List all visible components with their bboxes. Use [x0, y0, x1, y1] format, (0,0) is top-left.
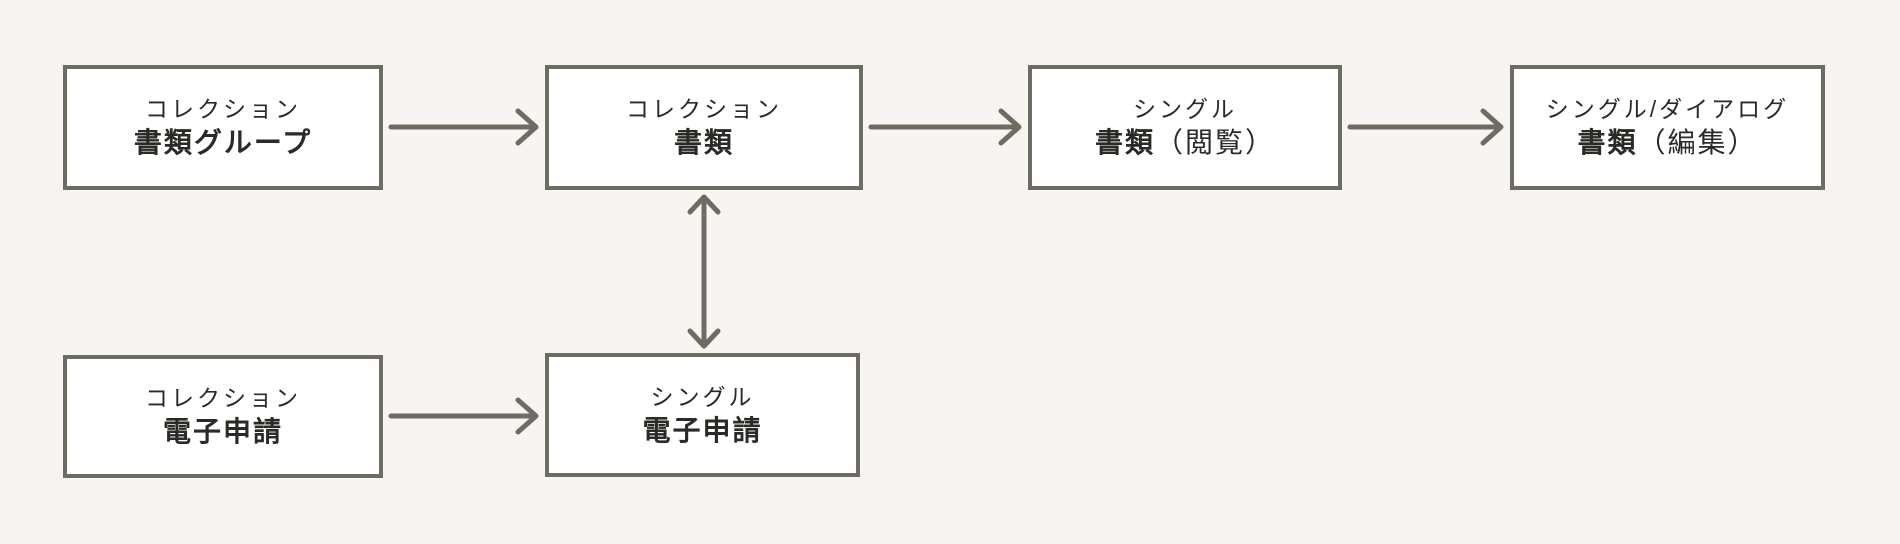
node-type-label: コレクション: [626, 96, 782, 122]
node-title-bold: 書類: [1577, 127, 1638, 158]
node-e-application-single: シングル 電子申請: [545, 353, 860, 477]
node-type-label: コレクション: [145, 385, 301, 411]
arrow-doc-view-to-doc-edit-icon: [1347, 108, 1504, 146]
node-title: 書類（閲覧）: [1095, 129, 1275, 157]
arrow-eapp-collection-to-eapp-single-icon: [388, 397, 539, 435]
arrow-docs-eapp-single-bidirectional-icon: [687, 194, 721, 349]
node-title: 電子申請: [642, 414, 763, 446]
node-title-rest: （閲覧）: [1155, 127, 1276, 158]
node-title-bold: 書類グループ: [133, 127, 313, 158]
node-e-application-collection: コレクション 電子申請: [63, 355, 383, 478]
node-title: 書類（編集）: [1577, 129, 1757, 157]
node-type-label: シングル: [650, 383, 755, 410]
node-title-bold: 書類: [673, 127, 734, 158]
node-document-edit: シングル/ダイアログ 書類（編集）: [1510, 65, 1825, 190]
node-title: 電子申請: [163, 418, 283, 446]
node-document-view: シングル 書類（閲覧）: [1028, 65, 1342, 190]
node-type-label: シングル/ダイアログ: [1545, 96, 1790, 122]
arrow-docs-to-doc-view-icon: [868, 108, 1022, 146]
node-title: 書類: [674, 129, 734, 157]
node-documents: コレクション 書類: [545, 65, 863, 190]
node-type-label: コレクション: [145, 96, 301, 122]
node-title: 書類グループ: [134, 129, 312, 157]
node-title-bold: 電子申請: [162, 416, 283, 447]
node-type-label: シングル: [1133, 96, 1237, 122]
node-title-bold: 電子申請: [642, 414, 763, 446]
node-title-rest: （編集）: [1637, 127, 1758, 158]
node-title-bold: 書類: [1094, 127, 1155, 158]
node-document-group: コレクション 書類グループ: [63, 65, 383, 190]
arrow-doc-group-to-docs-icon: [388, 108, 539, 146]
